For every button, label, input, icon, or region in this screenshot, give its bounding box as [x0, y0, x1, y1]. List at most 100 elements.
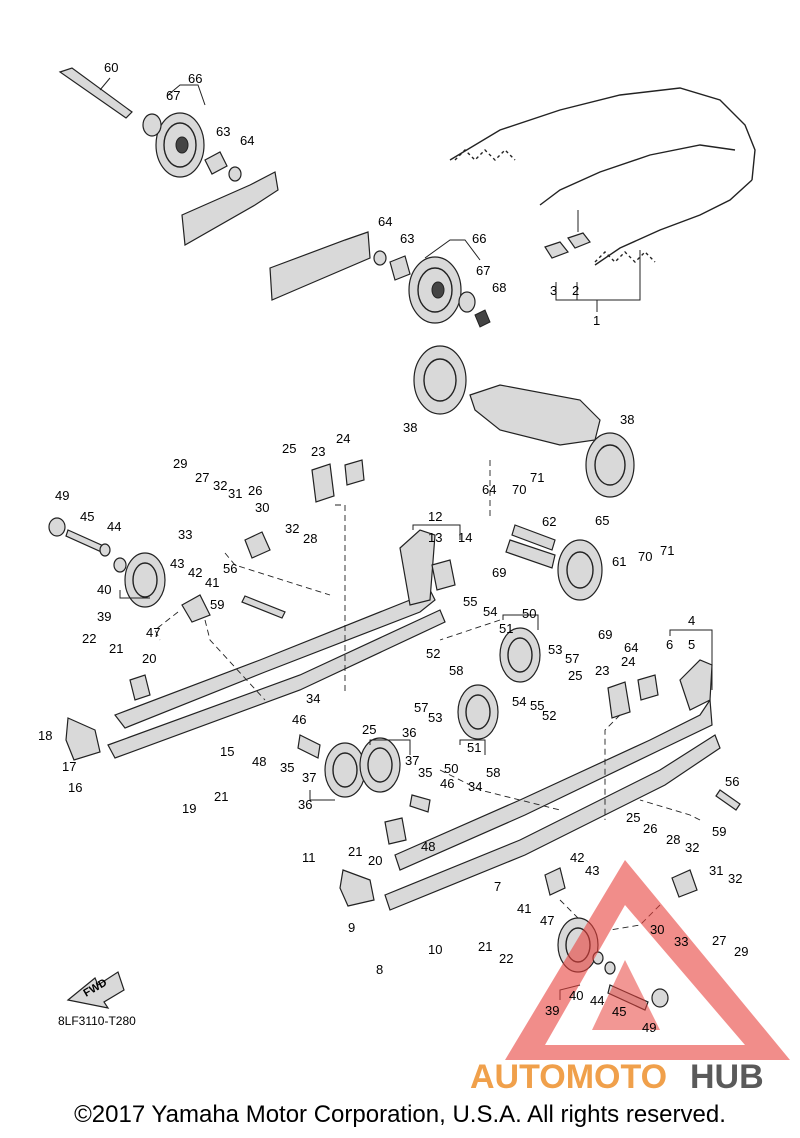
suspension-arm — [413, 345, 635, 498]
callout-label: 40 — [569, 988, 583, 1003]
callout-label: 69 — [492, 565, 506, 580]
callout-label: 71 — [660, 543, 674, 558]
callout-label: 54 — [483, 604, 497, 619]
callout-label: 59 — [712, 824, 726, 839]
callout-label: 56 — [725, 774, 739, 789]
callout-label: 47 — [146, 625, 160, 640]
callout-label: 62 — [542, 514, 556, 529]
callout-label: 67 — [166, 88, 180, 103]
callout-label: 70 — [512, 482, 526, 497]
callout-label: 26 — [643, 821, 657, 836]
callout-label: 55 — [463, 594, 477, 609]
callout-label: 57 — [565, 651, 579, 666]
callout-label: 58 — [486, 765, 500, 780]
watermark-text-2: HUB — [690, 1058, 764, 1096]
callout-label: 23 — [595, 663, 609, 678]
watermark-triangle — [505, 860, 790, 1060]
upper-idler-wheel-right — [269, 231, 491, 328]
callout-label: 21 — [214, 789, 228, 804]
callout-label: 45 — [612, 1004, 626, 1019]
upper-idler-wheel-left — [142, 84, 242, 182]
callout-label: 29 — [173, 456, 187, 471]
callout-label: 64 — [378, 214, 392, 229]
callout-label: 50 — [522, 606, 536, 621]
callout-label: 67 — [476, 263, 490, 278]
callout-label: 32 — [213, 478, 227, 493]
callout-label: 57 — [414, 700, 428, 715]
slide-rail-left — [107, 589, 446, 759]
callout-label: 37 — [302, 770, 316, 785]
callout-label: 54 — [512, 694, 526, 709]
callout-label: 38 — [620, 412, 634, 427]
callout-label: 30 — [650, 922, 664, 937]
callout-label: 34 — [468, 779, 482, 794]
frame-brackets — [399, 529, 713, 711]
callout-label: 24 — [621, 654, 635, 669]
callout-label: 68 — [492, 280, 506, 295]
callout-label: 20 — [368, 853, 382, 868]
callout-label: 59 — [210, 597, 224, 612]
callout-label: 28 — [303, 531, 317, 546]
callout-label: 66 — [472, 231, 486, 246]
watermark-inner-triangle — [592, 960, 660, 1030]
callout-label: 25 — [362, 722, 376, 737]
fwd-arrow: FWD — [66, 971, 125, 1009]
callout-label: 16 — [68, 780, 82, 795]
callout-label: 43 — [585, 863, 599, 878]
callout-label: 31 — [228, 486, 242, 501]
callout-label: 12 — [428, 509, 442, 524]
callout-label: 71 — [530, 470, 544, 485]
callout-label: 44 — [107, 519, 121, 534]
callout-label: 41 — [205, 575, 219, 590]
callout-label: 21 — [348, 844, 362, 859]
callout-layer: 60 66 67 63 64 64 63 66 67 68 3 2 1 38 3… — [38, 60, 748, 1035]
callout-label: 2 — [572, 283, 579, 298]
slide-rail-right — [384, 698, 721, 911]
callout-label: 27 — [712, 933, 726, 948]
callout-label: 53 — [428, 710, 442, 725]
copyright-footer: ©2017 Yamaha Motor Corporation, U.S.A. A… — [74, 1101, 726, 1128]
callout-label: 32 — [285, 521, 299, 536]
callout-label: 36 — [402, 725, 416, 740]
callout-label: 10 — [428, 942, 442, 957]
callout-label: 64 — [482, 482, 496, 497]
watermark-text-1: AUTOMOTO — [470, 1058, 667, 1096]
callout-label: 5 — [688, 637, 695, 652]
callout-label: 44 — [590, 993, 604, 1008]
callout-label: 6 — [666, 637, 673, 652]
callout-label: 3 — [550, 283, 557, 298]
callout-label: 50 — [444, 761, 458, 776]
callout-label: 23 — [311, 444, 325, 459]
callout-label: 21 — [109, 641, 123, 656]
callout-label: 37 — [405, 753, 419, 768]
callout-label: 51 — [499, 621, 513, 636]
callout-label: 48 — [252, 754, 266, 769]
callout-label: 1 — [593, 313, 600, 328]
callout-label: 66 — [188, 71, 202, 86]
callout-label: 34 — [306, 691, 320, 706]
assembly-lines — [154, 460, 701, 931]
callout-label: 29 — [734, 944, 748, 959]
callout-label: 32 — [728, 871, 742, 886]
callout-label: 45 — [80, 509, 94, 524]
callout-label: 65 — [595, 513, 609, 528]
callout-label: 42 — [570, 850, 584, 865]
callout-label: 18 — [38, 728, 52, 743]
callout-label: 40 — [97, 582, 111, 597]
callout-label: 22 — [499, 951, 513, 966]
callout-label: 63 — [400, 231, 414, 246]
callout-label: 30 — [255, 500, 269, 515]
callout-label: 14 — [458, 530, 472, 545]
group-leaders — [119, 524, 713, 1000]
callout-label: 70 — [638, 549, 652, 564]
callout-label: 33 — [674, 934, 688, 949]
callout-label: 4 — [688, 613, 695, 628]
callout-label: 28 — [666, 832, 680, 847]
callout-label: 9 — [348, 920, 355, 935]
callout-label: 49 — [642, 1020, 656, 1035]
callout-label: 19 — [182, 801, 196, 816]
callout-label: 32 — [685, 840, 699, 855]
callout-label: 64 — [624, 640, 638, 655]
callout-label: 49 — [55, 488, 69, 503]
